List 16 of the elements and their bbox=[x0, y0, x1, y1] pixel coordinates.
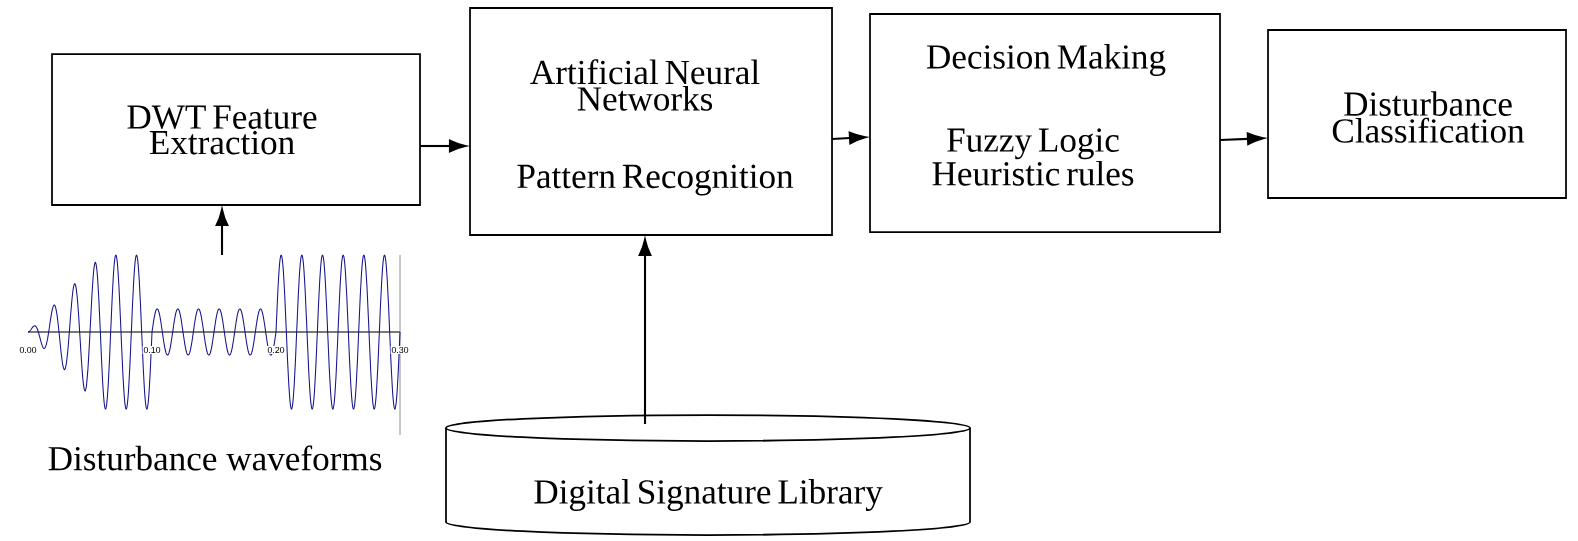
process-box: Artificial Neural Networks Pattern Recognition bbox=[469, 7, 833, 236]
arrow bbox=[420, 139, 467, 153]
arrow bbox=[638, 238, 652, 424]
tick-label: 0.00 bbox=[18, 346, 38, 354]
arrow bbox=[831, 131, 867, 145]
process-box: DWT Feature Extraction bbox=[51, 53, 421, 206]
caption-text: Disturbance waveforms bbox=[48, 445, 382, 471]
process-box: Disturbance Classification bbox=[1267, 29, 1567, 199]
arrow bbox=[1219, 132, 1265, 146]
node-label: Digital Signature Library bbox=[534, 479, 883, 511]
tick-label: 0.30 bbox=[390, 346, 410, 354]
process-box: Decision Making Fuzzy Logic Heuristic rules bbox=[869, 13, 1221, 233]
tick-label: 0.20 bbox=[266, 346, 286, 354]
arrow bbox=[215, 208, 229, 255]
cylinder: Digital Signature Library bbox=[445, 414, 971, 536]
tick-label: 0.10 bbox=[142, 346, 162, 354]
